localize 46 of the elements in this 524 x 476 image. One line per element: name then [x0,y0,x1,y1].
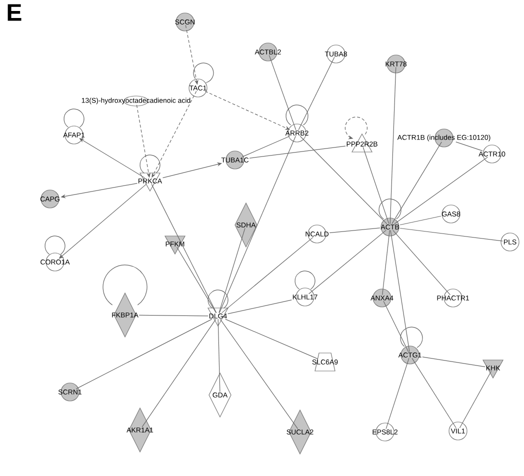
connector-line [382,230,390,296]
connector-line [176,246,216,314]
connector-line [392,230,450,296]
connector-line [218,318,220,392]
self-loop [378,198,402,220]
connector-line [268,54,296,130]
connector-line [362,146,390,224]
connector-line [392,142,442,224]
self-loop [294,270,316,290]
connector-line [300,136,388,224]
connector-line [308,230,386,294]
connector-line [390,230,410,352]
connector-line [218,228,246,314]
connector-line [412,358,456,428]
connector-line [329,228,380,234]
connector-line [242,136,290,158]
connector-line [76,318,212,390]
self-loop [140,154,160,174]
connector-line [386,358,410,430]
connector-line [390,66,396,224]
self-loop [208,290,228,308]
connector-line [456,142,483,152]
connector-line [228,300,292,314]
panel-letter: E [8,4,22,21]
self-loop [64,108,84,128]
self-loop [193,62,214,83]
connector-line [151,184,217,314]
self-loop [344,116,368,140]
connector-line [394,156,488,224]
connector-line [400,228,503,242]
connector-line [220,318,298,430]
connector-line [222,236,314,314]
connector-line [249,146,346,158]
connector-line [142,318,216,428]
self-loop [286,104,308,126]
connector-line [459,370,492,428]
connector-line [138,314,208,316]
connector-line [422,356,486,368]
connector-line [298,56,335,130]
self-loop [400,326,423,348]
connector-line [225,318,318,360]
connector-line [219,136,296,314]
connector-line [400,216,442,226]
self-loop [44,236,66,254]
self-loop [102,264,148,306]
connector-line [383,300,409,352]
